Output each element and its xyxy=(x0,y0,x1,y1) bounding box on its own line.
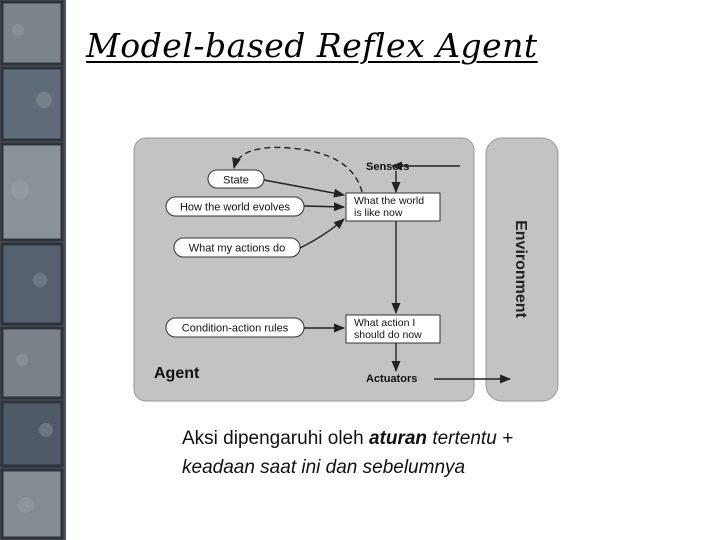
sensors-label: Sensors xyxy=(366,161,409,173)
action-line1: What action I xyxy=(354,317,415,329)
evolves-to-world-arrow xyxy=(303,202,346,212)
stone-wall-decoration xyxy=(0,0,66,540)
state-box xyxy=(207,169,265,189)
action-box xyxy=(345,314,441,344)
actions-to-world-arrow xyxy=(299,218,345,249)
state-update-dashed-arrow xyxy=(232,146,363,193)
environment-panel xyxy=(485,137,559,402)
caption: Aksi dipengaruhi oleh aturan tertentu + … xyxy=(182,424,602,482)
caption-part1: Aksi dipengaruhi oleh xyxy=(182,428,369,449)
world-evolves-label: How the world evolves xyxy=(180,202,291,214)
world-now-line1: What the world xyxy=(354,195,424,207)
world-now-line2: is like now xyxy=(354,207,403,219)
environment-label: Environment xyxy=(512,220,529,318)
agent-diagram: State How the world evolves What my acti… xyxy=(133,137,559,402)
slide-title: Model-based Reflex Agent xyxy=(86,26,538,65)
caption-emphasis: aturan xyxy=(368,428,428,449)
condition-rules-label: Condition-action rules xyxy=(182,323,289,335)
state-to-world-arrow xyxy=(263,179,346,198)
caption-line-1: Aksi dipengaruhi oleh aturan tertentu + xyxy=(182,424,602,453)
action-line2: should do now xyxy=(354,329,422,341)
actions-do-label: What my actions do xyxy=(189,243,286,255)
caption-part3: tertentu + xyxy=(427,428,514,449)
agent-label: Agent xyxy=(154,365,200,382)
state-label: State xyxy=(223,175,249,187)
caption-line-2: keadaan saat ini dan sebelumnya xyxy=(182,457,466,478)
actuators-label: Actuators xyxy=(366,373,417,385)
agent-panel xyxy=(133,137,475,402)
